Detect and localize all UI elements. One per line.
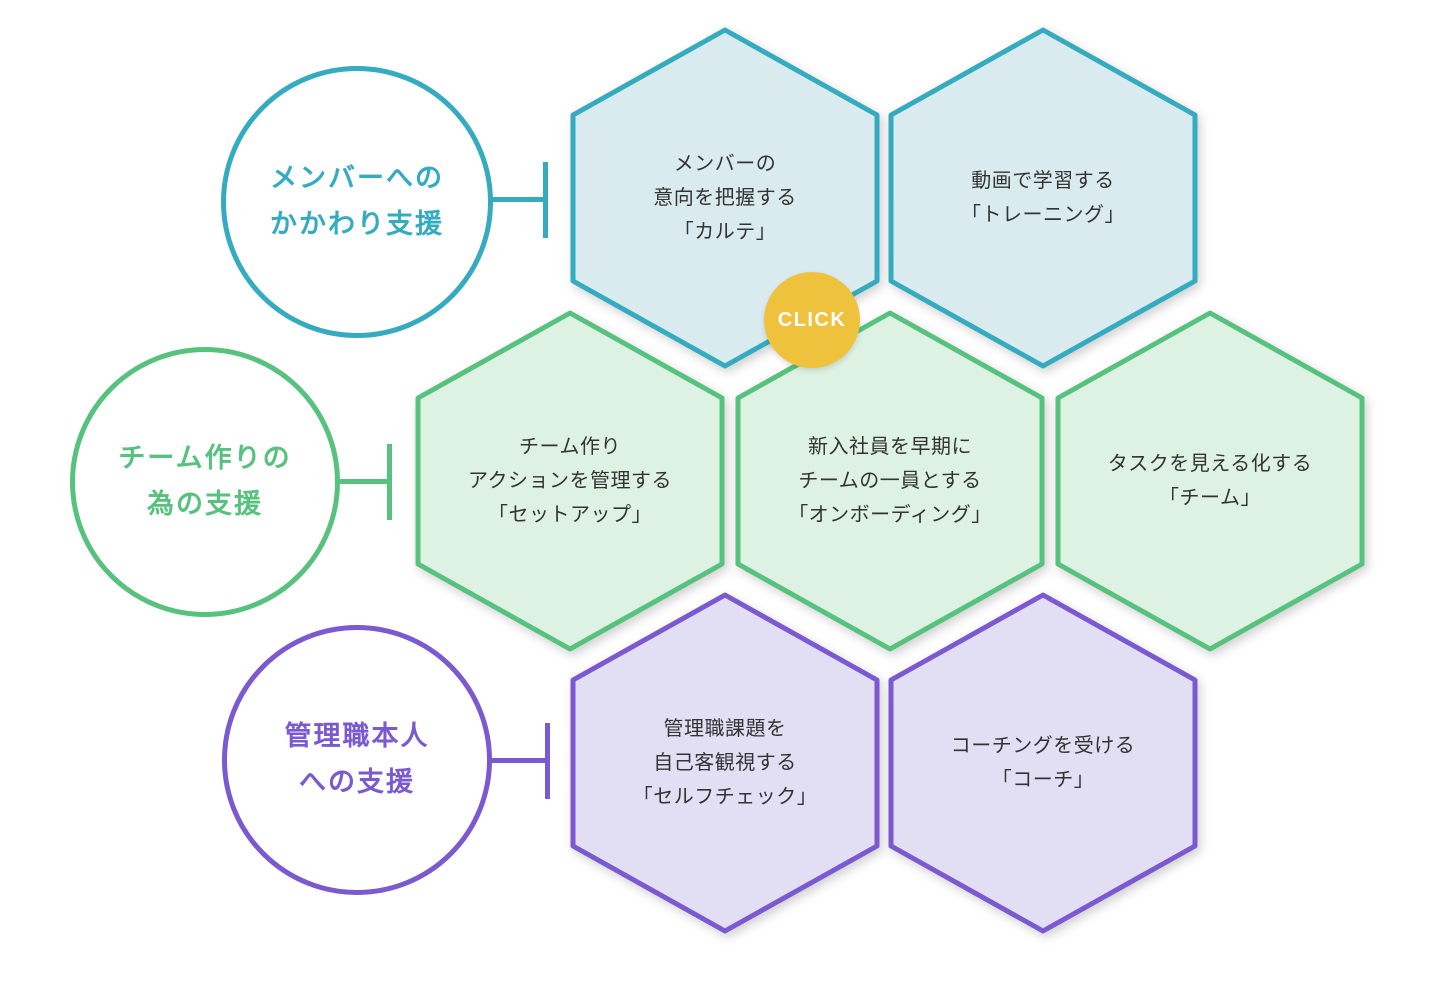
- hex-training[interactable]: 動画で学習する 「トレーニング」: [888, 27, 1198, 369]
- hexagon-label: 管理職課題を 自己客観視する 「セルフチェック」: [632, 718, 818, 808]
- hexagon-label: 新入社員を早期に チームの一員とする 「オンボーディング」: [788, 436, 992, 526]
- hex-onboarding[interactable]: 新入社員を早期に チームの一員とする 「オンボーディング」: [735, 310, 1045, 652]
- category-circle-team: チーム作りの 為の支援: [70, 347, 340, 617]
- hexagon-label: タスクを見える化する 「チーム」: [1107, 453, 1313, 509]
- click-badge[interactable]: CLICK: [764, 272, 860, 368]
- category-label-team: チーム作りの 為の支援: [118, 443, 292, 519]
- hexagon-shape: [570, 592, 880, 934]
- hexagon-shape: [888, 592, 1198, 934]
- hexagon-label: チーム作り アクションを管理する 「セットアップ」: [468, 436, 672, 526]
- click-badge-label: CLICK: [777, 308, 847, 331]
- hex-selfcheck[interactable]: 管理職課題を 自己客観視する 「セルフチェック」: [570, 592, 880, 934]
- hex-coach[interactable]: コーチングを受ける 「コーチ」: [888, 592, 1198, 934]
- hexagon-shape: [735, 310, 1045, 652]
- hexagon-label: 動画で学習する 「トレーニング」: [961, 170, 1125, 226]
- category-label-member: メンバーへの かかわり支援: [270, 163, 444, 239]
- connector-team-line: [336, 479, 392, 484]
- hexagon-label: メンバーの 意向を把握する 「カルテ」: [653, 153, 797, 243]
- hexagon-shape: [1055, 310, 1365, 652]
- hex-team[interactable]: タスクを見える化する 「チーム」: [1055, 310, 1365, 652]
- hexagon-shape: [415, 310, 725, 652]
- category-circle-manager: 管理職本人 への支援: [222, 625, 492, 895]
- category-circle-member: メンバーへの かかわり支援: [221, 66, 493, 338]
- hex-setup[interactable]: チーム作り アクションを管理する 「セットアップ」: [415, 310, 725, 652]
- connector-manager-line: [488, 758, 550, 763]
- connector-member-cap: [543, 162, 548, 238]
- hexagon-label: コーチングを受ける 「コーチ」: [950, 735, 1136, 791]
- connector-member-line: [488, 197, 548, 202]
- category-label-manager: 管理職本人 への支援: [284, 721, 430, 797]
- hexagon-shape: [888, 27, 1198, 369]
- connector-manager-cap: [545, 723, 550, 799]
- connector-team-cap: [387, 444, 392, 520]
